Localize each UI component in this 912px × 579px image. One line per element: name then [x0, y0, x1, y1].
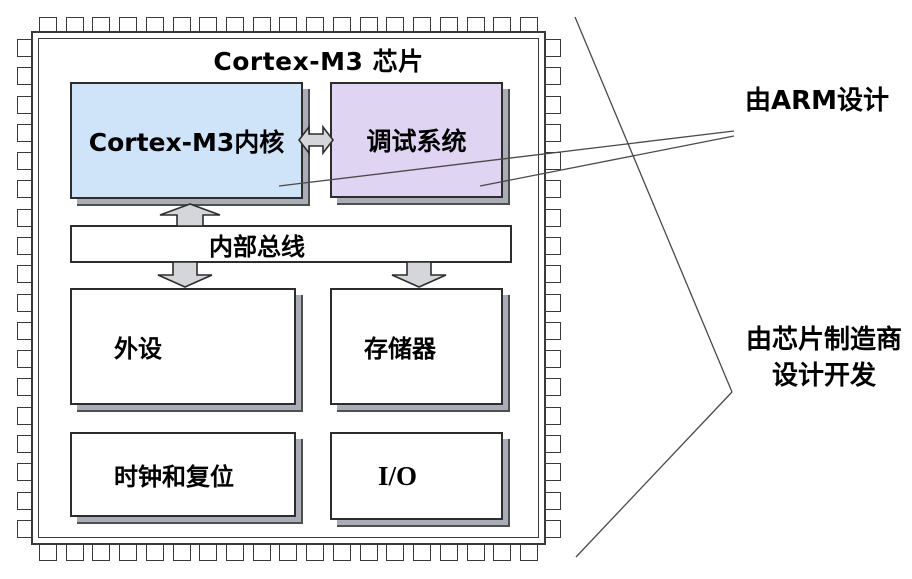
chip-pin — [466, 545, 485, 561]
chip-pin — [545, 123, 561, 142]
chip-pin — [17, 95, 33, 114]
chip-pin — [119, 545, 138, 561]
chip-pin — [519, 17, 538, 33]
chip-pin — [545, 321, 561, 340]
chip-pin — [17, 406, 33, 425]
chip-pin — [17, 67, 33, 86]
manufacturer-bracket-upper-line — [574, 16, 733, 393]
debug-system-block: 调试系统 — [330, 82, 503, 198]
chip-pin — [493, 545, 512, 561]
internal-bus-label: 内部总线 — [209, 232, 305, 261]
chip-pin — [545, 350, 561, 369]
pin-row-bottom — [39, 545, 538, 561]
chip-pin — [226, 17, 245, 33]
chip-pin — [519, 545, 538, 561]
chip-pin — [466, 17, 485, 33]
chip-pin — [119, 17, 138, 33]
chip-pin — [65, 17, 84, 33]
chip-pin — [252, 545, 271, 561]
chip-pin — [545, 180, 561, 199]
chip-pin — [545, 152, 561, 171]
chip-pin — [545, 39, 561, 57]
chip-pin — [17, 123, 33, 142]
chip-pin — [332, 545, 351, 561]
chip-pin — [17, 293, 33, 312]
chip-pin — [545, 378, 561, 397]
chip-pin — [359, 17, 378, 33]
io-block: I/O — [330, 432, 503, 520]
chip-pin — [17, 180, 33, 199]
chip-pin — [172, 17, 191, 33]
chip-pin — [17, 350, 33, 369]
chip-pin — [199, 545, 218, 561]
chip-pin — [493, 17, 512, 33]
core-block: Cortex-M3内核 — [70, 82, 303, 199]
arm-design-label: 由ARM设计 — [745, 86, 890, 116]
pin-row-top — [39, 17, 538, 33]
chip-pin — [545, 67, 561, 86]
internal-bus-bar: 内部总线 — [70, 225, 512, 263]
chip-pin — [17, 519, 33, 538]
chip-pin — [545, 95, 561, 114]
core-debug-double-arrow-icon — [298, 124, 334, 156]
chip-pin — [413, 545, 432, 561]
chip-pin — [545, 265, 561, 284]
chip-pin — [17, 39, 33, 57]
chip-pin — [279, 545, 298, 561]
manufacturer-design-label: 由芯片制造商 设计开发 — [740, 322, 908, 394]
chip-pin — [545, 406, 561, 425]
chip-pin — [17, 265, 33, 284]
chip-pin — [65, 545, 84, 561]
chip-pin — [306, 17, 325, 33]
peripherals-block: 外设 — [70, 288, 296, 405]
chip-pin — [386, 17, 405, 33]
chip-pin — [386, 545, 405, 561]
chip-pin — [17, 152, 33, 171]
chip-pin — [226, 545, 245, 561]
chip-pin — [545, 293, 561, 312]
chip-pin — [545, 463, 561, 482]
chip-pin — [17, 208, 33, 227]
chip-pin — [145, 545, 164, 561]
chip-pin — [17, 236, 33, 255]
pin-column-right — [545, 39, 561, 538]
memory-block: 存储器 — [330, 288, 503, 405]
bus-to-peripherals-down-arrow-icon — [157, 262, 213, 288]
chip-pin — [172, 545, 191, 561]
manufacturer-design-label-line1: 由芯片制造商 — [745, 325, 902, 355]
chip-pin — [92, 17, 111, 33]
chip-pin — [439, 17, 458, 33]
chip-pin — [199, 17, 218, 33]
chip-pin — [252, 17, 271, 33]
chip-pin — [145, 17, 164, 33]
manufacturer-design-label-line2: 设计开发 — [771, 361, 876, 391]
bus-to-core-up-arrow-icon — [159, 203, 221, 226]
chip-pin — [39, 545, 57, 561]
manufacturer-bracket-lower-line — [575, 391, 733, 558]
chip-pin — [17, 491, 33, 510]
pin-column-left — [17, 39, 33, 538]
chip-pin — [545, 208, 561, 227]
chip-pin — [279, 17, 298, 33]
chip-title: Cortex-M3 芯片 — [213, 47, 424, 76]
chip-pin — [545, 519, 561, 538]
chip-pin — [332, 17, 351, 33]
clock-reset-block: 时钟和复位 — [70, 432, 296, 517]
chip-pin — [545, 236, 561, 255]
chip-pin — [17, 463, 33, 482]
chip-pin — [359, 545, 378, 561]
chip-pin — [17, 378, 33, 397]
chip-pin — [545, 434, 561, 453]
chip-pin — [306, 545, 325, 561]
chip-pin — [17, 434, 33, 453]
chip-pin — [39, 17, 57, 33]
chip-pin — [413, 17, 432, 33]
bus-to-memory-down-arrow-icon — [391, 262, 447, 288]
chip-pin — [439, 545, 458, 561]
chip-pin — [92, 545, 111, 561]
chip-pin — [545, 491, 561, 510]
chip-pin — [17, 321, 33, 340]
